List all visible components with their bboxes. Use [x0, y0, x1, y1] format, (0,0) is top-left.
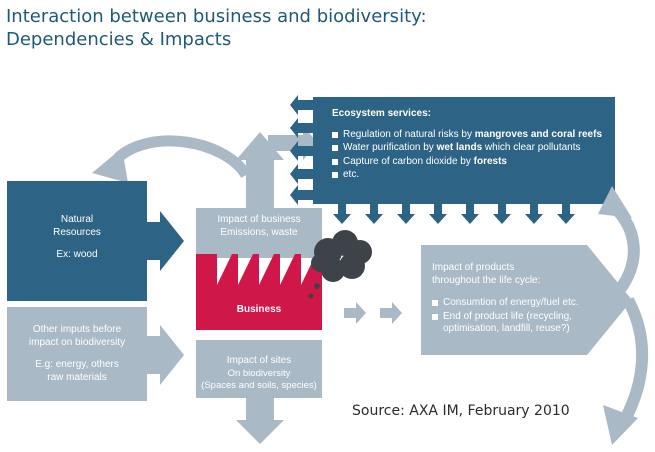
other-inputs-arrow — [147, 325, 184, 385]
right-curve-upper-head — [598, 186, 632, 218]
other-inputs-line-2: impact on biodiversity — [28, 336, 126, 348]
ecosystem-down-arrows — [333, 204, 575, 224]
smoke-cloud — [311, 230, 372, 282]
products-item: End of product life (recycling,optimisat… — [432, 311, 602, 336]
curved-arrow-top-head — [92, 148, 128, 183]
products-heading-2: throughout the life cycle: — [432, 274, 541, 286]
right-curve-lower-head — [603, 405, 638, 445]
ecosystem-item: etc. — [332, 169, 612, 182]
impact-sites-heading: Impact of sites — [226, 355, 292, 366]
ecosystem-box — [313, 97, 615, 204]
other-inputs-text: Other imputs before impact on biodiversi… — [7, 324, 147, 384]
ecosystem-item: Regulation of natural risks by mangroves… — [332, 129, 612, 142]
resources-arrow — [147, 211, 184, 271]
curved-arrow-top — [114, 135, 251, 179]
natural-resources-example: Ex: wood — [56, 249, 98, 260]
business-label: Business — [236, 304, 282, 315]
right-curve-lower — [616, 297, 649, 428]
products-box — [421, 245, 632, 355]
sites-down-arrow — [236, 398, 284, 444]
impact-sites-box — [196, 340, 322, 398]
ecosystem-heading: Ecosystem services: — [332, 108, 431, 119]
products-list: Consumtion of energy/fuel etc. End of pr… — [432, 297, 602, 336]
business-box — [196, 254, 322, 330]
natural-resources-line-1: Natural — [60, 214, 94, 225]
ecosystem-item: Water purification by wet lands which cl… — [332, 142, 612, 155]
impact-business-text: Impact of business Emissions, waste — [196, 214, 322, 239]
impact-business-box — [196, 208, 322, 258]
natural-resources-line-2: Resources — [53, 226, 101, 238]
right-curve-upper — [607, 200, 640, 296]
source-caption: Source: AXA IM, February 2010 — [352, 403, 570, 419]
products-heading-1: Impact of products — [432, 262, 515, 273]
title-line-2: Dependencies & Impacts — [6, 29, 232, 50]
ecosystem-left-arrows — [290, 95, 313, 205]
page-title: Interaction between business and biodive… — [6, 5, 427, 51]
other-inputs-line-1: Other imputs before — [32, 324, 122, 335]
natural-resources-box — [7, 181, 147, 301]
impact-sites-sub-2: (Spaces and soils, species) — [201, 380, 317, 391]
business-to-products-arrow-2 — [380, 302, 402, 324]
impact-sites-text: Impact of sites On biodiversity (Spaces … — [196, 355, 322, 393]
ecosystem-item: Capture of carbon dioxide by forests — [332, 156, 612, 169]
business-to-products-arrow-1 — [344, 302, 366, 324]
products-text: Impact of products throughout the life c… — [432, 262, 602, 337]
natural-resources-text: Natural Resources Ex: wood — [7, 214, 147, 262]
other-inputs-box — [7, 307, 147, 401]
ecosystem-text: Ecosystem services: Regulation of natura… — [332, 108, 612, 183]
other-inputs-eg-1: E.g: energy, others — [35, 359, 119, 370]
impact-business-heading: Impact of business — [217, 214, 301, 225]
other-inputs-eg-2: raw materials — [47, 371, 107, 383]
products-item: Consumtion of energy/fuel etc. — [432, 297, 602, 310]
chimney-arrow — [236, 132, 284, 210]
ecosystem-list: Regulation of natural risks by mangroves… — [332, 129, 612, 182]
impact-business-sub: Emissions, waste — [220, 226, 298, 238]
impact-sites-sub-1: On biodiversity — [227, 367, 291, 379]
title-line-1: Interaction between business and biodive… — [6, 6, 427, 27]
